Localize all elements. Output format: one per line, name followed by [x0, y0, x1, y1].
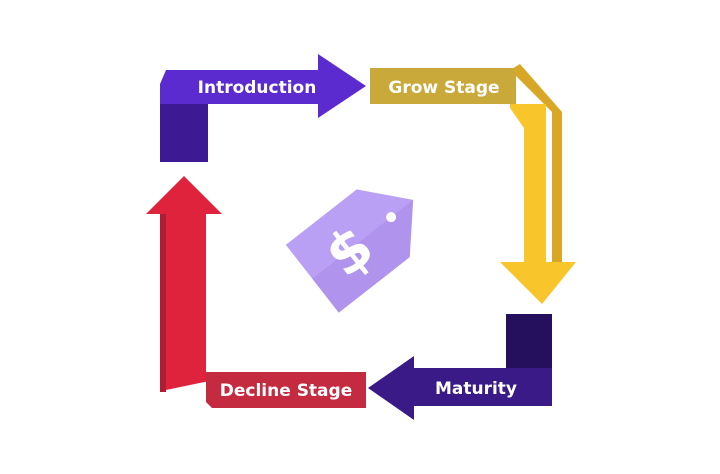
decline-shade	[160, 214, 166, 392]
price-tag-hole	[386, 212, 397, 223]
decline-label: Decline Stage	[220, 381, 352, 401]
grow-label: Grow Stage	[388, 78, 499, 98]
maturity-label: Maturity	[435, 379, 517, 399]
introduction-leg	[160, 104, 208, 162]
stage-decline: Decline Stage	[146, 176, 366, 408]
grow-bar	[370, 68, 516, 104]
introduction-arrow	[160, 54, 366, 118]
stage-introduction: Introduction	[160, 54, 366, 162]
stage-grow: Grow Stage	[370, 64, 576, 304]
decline-bar	[206, 372, 366, 408]
introduction-label: Introduction	[198, 78, 317, 98]
price-tag-dollar-icon: $	[285, 189, 414, 313]
maturity-leg	[506, 314, 552, 368]
grow-shade	[510, 64, 562, 262]
decline-up-arrow	[146, 176, 222, 390]
price-tag-shading	[312, 199, 414, 313]
maturity-arrow	[368, 356, 552, 420]
stage-maturity: Maturity	[368, 314, 552, 420]
grow-down-arrow	[500, 104, 576, 304]
